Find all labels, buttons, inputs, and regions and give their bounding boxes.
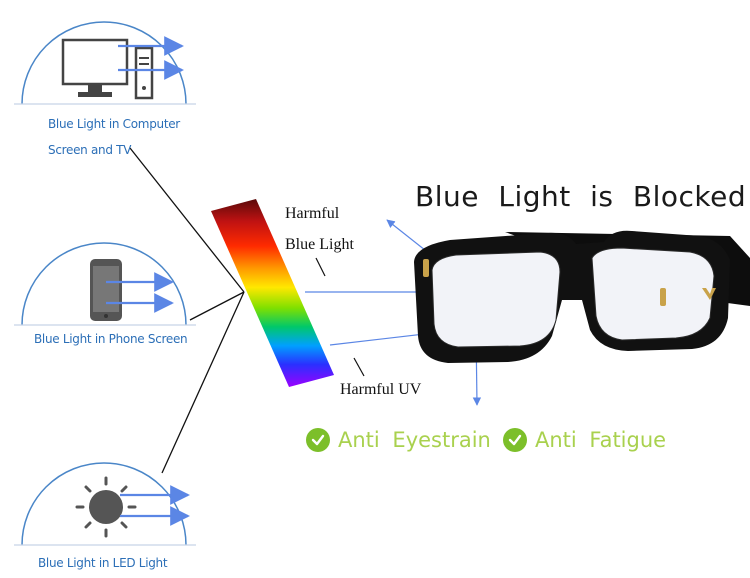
computer-source-label: Blue Light in Computer Screen and TV [48, 111, 180, 163]
blue-light-pointer [315, 257, 326, 277]
source-label-line: Screen and TV [48, 143, 132, 157]
check-icon [306, 428, 330, 452]
source-arc [21, 242, 187, 326]
computer-source [14, 21, 196, 105]
sun-icon [75, 476, 137, 538]
harmful-uv-label: Harmful UV [340, 381, 422, 398]
harmful-blue-label-line1: Harmful [285, 205, 340, 222]
check-icon [503, 428, 527, 452]
computer-icon [61, 38, 154, 100]
benefit-anti-fatigue: Anti Fatigue [503, 428, 666, 452]
benefit-label: Anti Eyestrain [338, 428, 491, 452]
connector-line [189, 291, 245, 321]
source-arc [21, 21, 187, 105]
connector-line [161, 291, 245, 474]
led-source [14, 462, 196, 546]
benefit-label: Anti Fatigue [535, 428, 667, 452]
uv-pointer [353, 357, 365, 377]
light-spectrum [211, 199, 334, 387]
phone-source-label: Blue Light in Phone Screen [34, 332, 188, 346]
led-source-label: Blue Light in LED Light [38, 556, 168, 570]
phone-icon [90, 259, 122, 321]
headline: Blue Light is Blocked [415, 180, 747, 213]
benefit-anti-eyestrain: Anti Eyestrain [306, 428, 491, 452]
harmful-blue-label-line2: Blue Light [285, 236, 354, 253]
eyeglasses-image [414, 230, 750, 363]
connector-line [129, 147, 245, 293]
phone-source [14, 242, 196, 326]
source-label-line: Blue Light in Computer [48, 117, 180, 131]
